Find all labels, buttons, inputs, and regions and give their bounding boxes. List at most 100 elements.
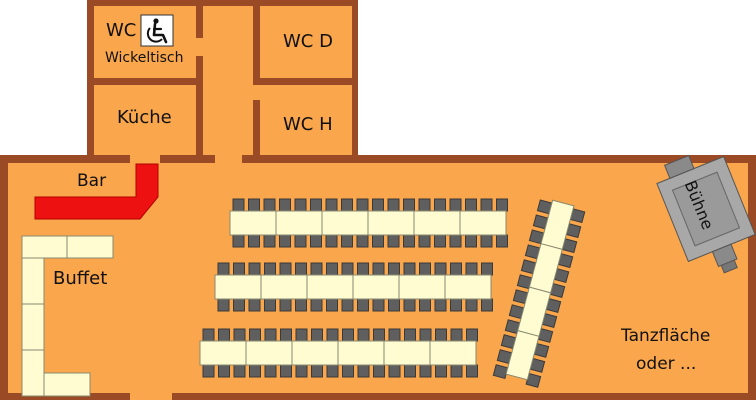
chair bbox=[264, 298, 276, 312]
table bbox=[367, 210, 415, 236]
chair bbox=[372, 234, 384, 248]
chair bbox=[341, 298, 354, 312]
chair bbox=[419, 364, 432, 378]
chair bbox=[418, 234, 431, 248]
table bbox=[505, 330, 540, 381]
dance-floor-label-2: oder ... bbox=[636, 354, 697, 374]
chair bbox=[217, 298, 230, 312]
chair bbox=[419, 262, 431, 276]
chair bbox=[434, 298, 447, 312]
chair bbox=[280, 328, 292, 342]
buffet-label: Buffet bbox=[53, 268, 108, 289]
chair bbox=[419, 298, 431, 312]
chair bbox=[496, 234, 508, 248]
table bbox=[352, 274, 400, 300]
chair bbox=[248, 298, 261, 312]
chair bbox=[233, 328, 246, 342]
chair bbox=[388, 262, 400, 276]
chair bbox=[310, 198, 322, 212]
dance-floor-label-1: Tanzfläche bbox=[621, 326, 711, 346]
chair bbox=[279, 298, 292, 312]
chair bbox=[449, 234, 462, 248]
chair bbox=[326, 364, 339, 378]
chair bbox=[341, 262, 354, 276]
chair bbox=[388, 328, 401, 342]
table bbox=[321, 210, 369, 236]
table bbox=[260, 274, 308, 300]
chair bbox=[294, 198, 307, 212]
chair bbox=[403, 262, 416, 276]
chair bbox=[264, 262, 276, 276]
chair bbox=[387, 198, 400, 212]
chair bbox=[419, 328, 432, 342]
table bbox=[199, 340, 247, 366]
chair bbox=[248, 198, 260, 212]
chair bbox=[434, 234, 446, 248]
chair bbox=[404, 328, 416, 342]
chair bbox=[248, 234, 260, 248]
chair bbox=[465, 198, 477, 212]
chair bbox=[310, 298, 323, 312]
chair bbox=[404, 364, 416, 378]
wc-accessible-label: WC bbox=[106, 20, 137, 41]
chair bbox=[295, 328, 308, 342]
chair bbox=[388, 364, 401, 378]
chair bbox=[279, 198, 291, 212]
table bbox=[291, 340, 339, 366]
chair bbox=[341, 198, 353, 212]
chair bbox=[295, 364, 308, 378]
buffet-tables bbox=[21, 235, 114, 397]
chair bbox=[372, 198, 384, 212]
chair bbox=[326, 328, 339, 342]
chair bbox=[465, 262, 478, 276]
chair bbox=[418, 198, 431, 212]
changing-table-label: Wickeltisch bbox=[105, 50, 184, 66]
chair bbox=[202, 364, 215, 378]
bar-label: Bar bbox=[77, 171, 107, 191]
chair bbox=[450, 328, 463, 342]
chair bbox=[450, 262, 462, 276]
chair bbox=[325, 234, 338, 248]
chair bbox=[249, 364, 261, 378]
chair bbox=[372, 298, 385, 312]
chair bbox=[249, 328, 261, 342]
chair bbox=[465, 298, 478, 312]
chair bbox=[450, 364, 463, 378]
table-row-2 bbox=[214, 262, 493, 312]
chair bbox=[480, 198, 493, 212]
chair bbox=[326, 298, 338, 312]
chair bbox=[294, 234, 307, 248]
chair bbox=[280, 364, 292, 378]
chair bbox=[295, 298, 307, 312]
chair bbox=[232, 198, 245, 212]
chair bbox=[279, 234, 291, 248]
chair bbox=[373, 364, 385, 378]
chair bbox=[218, 328, 230, 342]
kitchen-label: Küche bbox=[117, 107, 172, 128]
chair bbox=[492, 364, 509, 380]
chair bbox=[248, 262, 261, 276]
table bbox=[398, 274, 446, 300]
chair bbox=[465, 234, 477, 248]
chair bbox=[356, 198, 369, 212]
table-row-1 bbox=[229, 198, 508, 248]
chair bbox=[310, 262, 323, 276]
table-row-diagonal bbox=[492, 199, 586, 388]
chair bbox=[357, 364, 370, 378]
chair bbox=[279, 262, 292, 276]
table bbox=[429, 340, 477, 366]
chair bbox=[233, 298, 245, 312]
table bbox=[214, 274, 262, 300]
chair bbox=[434, 198, 446, 212]
chair bbox=[356, 234, 369, 248]
chair bbox=[403, 298, 416, 312]
chair bbox=[295, 262, 307, 276]
chair bbox=[311, 364, 323, 378]
chair bbox=[466, 364, 478, 378]
chair bbox=[342, 364, 354, 378]
chair bbox=[388, 298, 400, 312]
table-row-3 bbox=[199, 328, 478, 378]
chair bbox=[481, 298, 493, 312]
chair bbox=[449, 198, 462, 212]
wc-women-label: WC D bbox=[283, 31, 333, 52]
